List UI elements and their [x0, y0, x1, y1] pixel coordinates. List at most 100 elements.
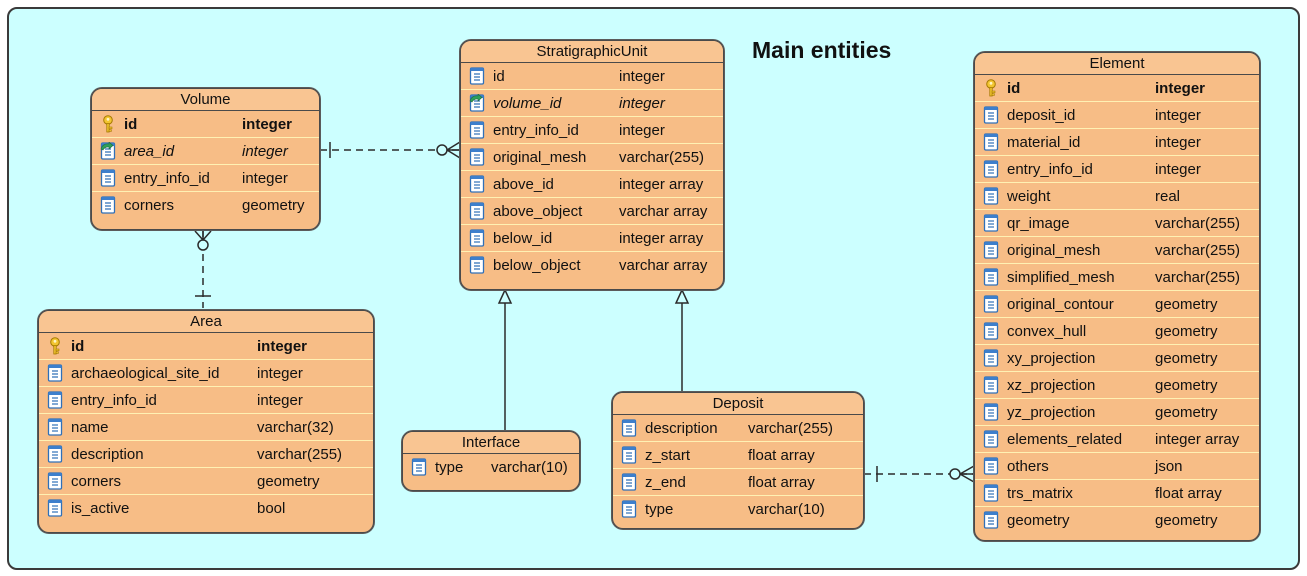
field-type: varchar(10) — [491, 459, 568, 476]
field-name: qr_image — [1007, 215, 1070, 232]
diagram-title: Main entities — [752, 37, 892, 63]
foreign-key-column-icon — [100, 141, 116, 160]
column-icon — [983, 295, 999, 313]
entity-interface[interactable]: Interface type varchar(10) — [402, 431, 580, 491]
column-icon — [47, 499, 63, 517]
entity-field-row[interactable]: yz_projection geometry — [975, 399, 1259, 426]
field-name: yz_projection — [1007, 404, 1096, 421]
field-name: below_object — [493, 257, 581, 274]
column-icon — [469, 175, 485, 193]
field-name: deposit_id — [1007, 107, 1076, 124]
field-name: archaeological_site_id — [71, 365, 220, 382]
entity-field-row[interactable]: id integer — [975, 75, 1259, 102]
field-type: integer — [242, 116, 293, 133]
field-name: area_id — [124, 143, 175, 160]
field-name: xy_projection — [1007, 350, 1096, 367]
entity-name: Element — [975, 53, 1259, 75]
entity-field-row[interactable]: original_mesh varchar(255) — [461, 144, 723, 171]
field-type: geometry — [1155, 512, 1218, 529]
column-icon — [621, 473, 637, 491]
volume-stratigraphicunit-relation — [320, 141, 461, 159]
field-type: integer — [1155, 107, 1201, 124]
field-type: integer — [242, 143, 288, 160]
column-icon — [621, 419, 637, 437]
deposit-element-relation — [864, 465, 975, 483]
field-name: entry_info_id — [493, 122, 579, 139]
field-type: geometry — [1155, 404, 1218, 421]
column-icon — [983, 106, 999, 124]
field-name: xz_projection — [1007, 377, 1096, 394]
entity-field-row[interactable]: area_id integer — [92, 138, 319, 165]
field-name: z_end — [645, 474, 686, 491]
field-type: float array — [1155, 485, 1222, 502]
column-icon — [100, 196, 116, 214]
entity-field-row[interactable]: type varchar(10) — [403, 454, 579, 481]
field-type: varchar(255) — [257, 446, 343, 463]
field-type: integer — [257, 338, 308, 355]
field-name: name — [71, 419, 109, 436]
foreign-key-column-icon — [469, 93, 485, 112]
field-type: varchar(255) — [619, 149, 705, 166]
field-type: json — [1155, 458, 1183, 475]
field-name: weight — [1007, 188, 1051, 205]
column-icon — [47, 418, 63, 436]
field-type: integer — [242, 170, 288, 187]
field-name: elements_related — [1007, 431, 1123, 448]
field-name: entry_info_id — [71, 392, 157, 409]
field-name: original_mesh — [493, 149, 587, 166]
field-name: type — [435, 459, 464, 476]
field-type: integer — [1155, 80, 1206, 97]
entity-field-row[interactable]: deposit_id integer — [975, 102, 1259, 129]
field-name: type — [645, 501, 674, 518]
field-type: integer array — [619, 176, 704, 193]
column-icon — [983, 214, 999, 232]
field-name: is_active — [71, 500, 130, 517]
field-name: corners — [124, 197, 175, 214]
field-name: id — [1007, 80, 1021, 97]
entity-name: Interface — [403, 432, 579, 454]
field-name: original_mesh — [1007, 242, 1101, 259]
field-type: integer — [619, 95, 665, 112]
entity-element[interactable]: Element id integer deposit_id integer materia… — [974, 52, 1260, 541]
